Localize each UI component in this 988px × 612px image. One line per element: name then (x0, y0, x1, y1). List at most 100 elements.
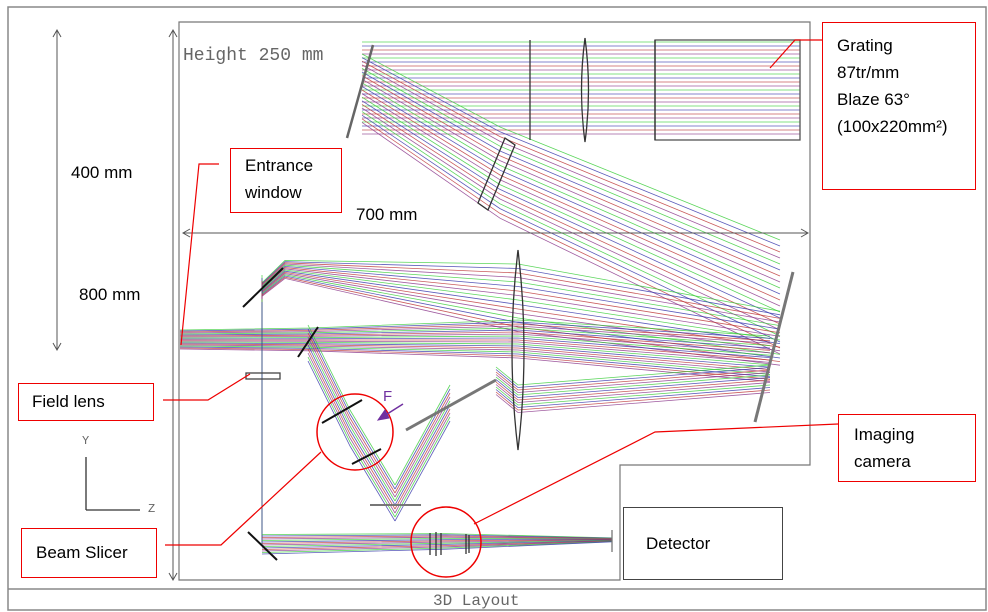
ray (394, 412, 451, 514)
ray (495, 364, 771, 386)
ray (495, 392, 771, 413)
ray (361, 93, 781, 307)
ray (495, 377, 771, 398)
dimension-arrows (52, 28, 810, 582)
detector-text: Detector (646, 534, 711, 553)
ray (361, 82, 781, 289)
grating-leader (769, 39, 822, 69)
ray (179, 327, 771, 346)
ray (179, 335, 771, 356)
ray (261, 533, 613, 539)
entrance-window-leader (180, 163, 219, 346)
beam-slicer-callout: Beam Slicer (21, 528, 157, 578)
slicer-mirror-b (351, 448, 382, 465)
layout-title: 3D Layout (433, 592, 520, 610)
ray (261, 274, 781, 355)
ray (180, 339, 771, 361)
ray (179, 342, 771, 368)
ray (394, 396, 451, 498)
width-700-label: 700 mm (356, 205, 418, 224)
ray (261, 268, 781, 337)
ray (495, 379, 771, 401)
ray (179, 345, 771, 375)
ray (179, 344, 771, 373)
focus-label: F (383, 388, 393, 405)
ray (307, 332, 396, 494)
plot-label: Height 250 mm (183, 46, 324, 66)
ray (361, 114, 781, 343)
large-grating (753, 271, 795, 423)
entrance-window-callout: Entrance window (230, 148, 342, 213)
arrow-head (52, 28, 62, 352)
ray (361, 100, 781, 319)
ray (361, 122, 781, 355)
ray (307, 360, 396, 522)
ray (495, 369, 771, 391)
ray (361, 78, 781, 283)
ray (179, 347, 771, 380)
detector-callout: Detector (623, 507, 783, 580)
ray (261, 264, 781, 326)
ray-bundles (179, 41, 800, 555)
ray (261, 263, 781, 323)
ray (394, 416, 451, 518)
ray (307, 352, 396, 514)
ray (495, 374, 771, 396)
ray (394, 392, 451, 494)
ray (394, 408, 451, 510)
ray (361, 57, 781, 247)
imaging-camera-line: Imaging (854, 425, 915, 444)
ray (179, 331, 771, 351)
ray (495, 367, 771, 388)
ray (361, 89, 781, 301)
ray (394, 384, 451, 486)
fold-mirror (247, 531, 278, 561)
axis-triad (85, 457, 140, 511)
ray (261, 262, 781, 319)
ray (179, 340, 771, 363)
ray (361, 118, 781, 349)
ray (361, 86, 781, 295)
pupil-mirror (405, 378, 497, 432)
ray (361, 111, 781, 337)
ray (261, 539, 613, 547)
focus-arrow (376, 403, 404, 421)
ray (261, 540, 613, 550)
ray (261, 270, 781, 344)
ray (179, 325, 771, 344)
ray (394, 404, 451, 506)
ray (261, 540, 613, 552)
arrow-head (181, 228, 810, 238)
ray (261, 275, 781, 359)
ray (394, 388, 451, 490)
ray (179, 333, 771, 354)
ray (261, 539, 613, 546)
ray (495, 384, 771, 406)
ray (361, 107, 781, 331)
ray (495, 372, 771, 393)
ray (261, 541, 613, 553)
beam-slicer-leader (165, 451, 322, 546)
outer-frame (7, 6, 987, 611)
ray (361, 96, 781, 313)
field-lens-leader (163, 373, 251, 401)
field-lens-callout: Field lens (18, 383, 154, 421)
ray (361, 104, 781, 325)
entrance-window-element (477, 137, 516, 211)
grating-callout-line: Blaze 63° (837, 90, 910, 109)
ray (179, 323, 771, 342)
ray (261, 259, 781, 312)
arrow-head (168, 28, 178, 582)
optical-elements (242, 37, 801, 578)
ray (179, 348, 771, 382)
ray (361, 75, 781, 277)
ray (261, 276, 781, 362)
ray (179, 341, 771, 366)
axis-z-label: Z (148, 502, 156, 516)
ray (261, 539, 613, 543)
plot-border (178, 21, 811, 581)
grating-callout-line: (100x220mm²) (837, 117, 948, 136)
ray (307, 356, 396, 518)
slicer-mirror-a (321, 399, 363, 424)
